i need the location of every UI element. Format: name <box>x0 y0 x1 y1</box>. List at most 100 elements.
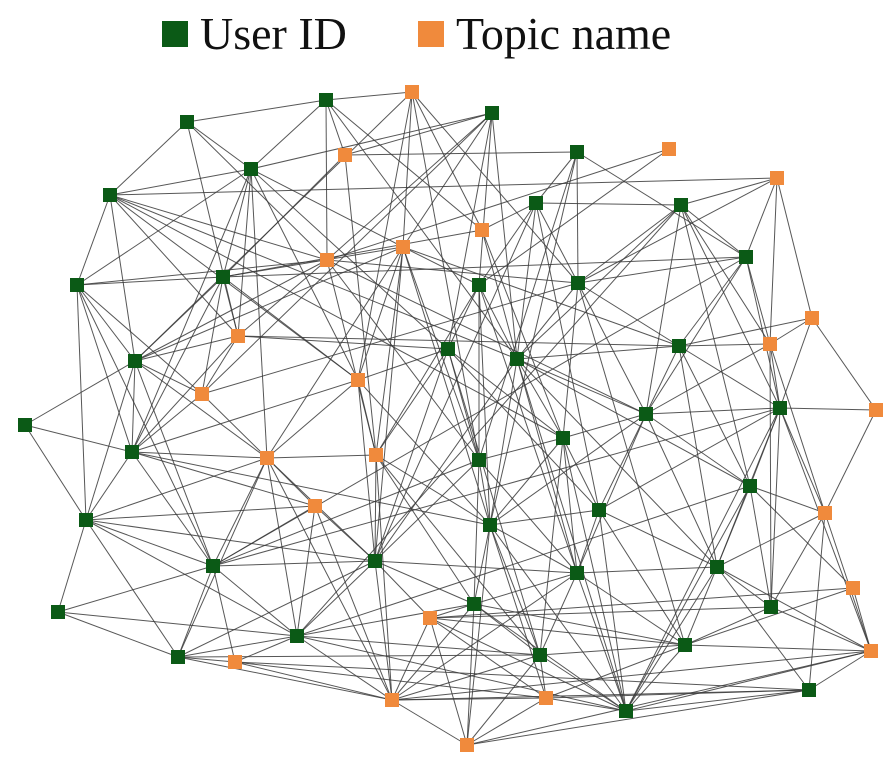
user-node <box>472 278 486 292</box>
edge <box>576 509 600 574</box>
edge <box>598 509 718 568</box>
edge <box>481 229 518 360</box>
edge <box>201 282 579 395</box>
edge <box>109 194 239 337</box>
edge <box>576 413 647 574</box>
edge <box>535 202 579 284</box>
edge <box>811 317 877 411</box>
edge <box>473 572 578 605</box>
edge <box>134 276 224 362</box>
edge <box>76 284 87 521</box>
user-node <box>592 503 606 517</box>
edge <box>678 345 751 487</box>
edge <box>489 524 578 574</box>
edge <box>478 112 493 286</box>
edge <box>478 284 578 574</box>
user-node <box>710 560 724 574</box>
edge <box>186 121 252 170</box>
edge <box>745 256 781 409</box>
edge <box>250 112 493 170</box>
user-node <box>319 93 333 107</box>
edge <box>749 485 826 514</box>
edge <box>24 424 87 521</box>
edge <box>411 91 480 461</box>
edge <box>374 560 431 619</box>
topic-node <box>805 311 819 325</box>
edge <box>466 524 491 746</box>
edge <box>411 91 483 231</box>
user-node <box>483 518 497 532</box>
edge <box>680 204 781 409</box>
edge <box>745 256 771 345</box>
user-node <box>533 648 547 662</box>
edge <box>645 343 771 415</box>
edge <box>478 459 491 526</box>
edge <box>85 519 179 658</box>
edge <box>716 566 872 652</box>
topic-node <box>475 223 489 237</box>
legend-label-topic: Topic name <box>456 8 672 59</box>
edge <box>545 697 627 712</box>
edge <box>212 459 480 567</box>
edge <box>680 177 778 206</box>
edge <box>466 603 475 746</box>
edge <box>516 358 627 712</box>
edge <box>545 689 810 699</box>
edge <box>562 437 627 712</box>
edge <box>109 121 188 196</box>
edge <box>852 587 872 652</box>
edge <box>645 204 682 415</box>
edge <box>374 348 449 562</box>
user-node <box>171 650 185 664</box>
edge <box>374 358 518 562</box>
edge <box>76 276 224 286</box>
edge <box>516 358 718 568</box>
edge <box>134 246 404 362</box>
edge <box>326 259 579 284</box>
edge <box>749 485 772 608</box>
edge <box>473 603 627 712</box>
edge <box>577 282 647 415</box>
topic-node <box>369 448 383 462</box>
topic-node <box>423 611 437 625</box>
edge <box>212 457 268 567</box>
edge <box>177 635 298 658</box>
edge <box>177 560 376 658</box>
edge <box>625 407 781 712</box>
edge <box>402 246 680 347</box>
edge <box>109 194 136 362</box>
edge <box>109 194 564 439</box>
edge <box>535 202 600 511</box>
edge <box>598 407 781 511</box>
edge <box>357 379 491 526</box>
edge <box>222 276 359 381</box>
edge <box>769 343 781 409</box>
user-node <box>739 250 753 264</box>
edge <box>212 560 376 567</box>
edge <box>201 276 224 395</box>
edge <box>625 689 810 712</box>
edge <box>680 204 747 258</box>
edge <box>374 560 578 574</box>
edge <box>222 246 404 278</box>
user-node <box>125 445 139 459</box>
edge <box>473 459 480 605</box>
edge <box>678 345 718 568</box>
topic-node <box>818 506 832 520</box>
edge <box>76 168 252 286</box>
edge <box>745 177 778 258</box>
edge <box>770 512 826 608</box>
edge <box>57 519 87 613</box>
edge <box>266 454 377 459</box>
edge <box>314 505 376 562</box>
edge <box>357 379 376 562</box>
edge <box>478 284 518 360</box>
edge <box>76 194 111 286</box>
edge <box>222 229 483 278</box>
edge <box>466 697 547 746</box>
topic-node <box>260 451 274 465</box>
edge <box>266 379 359 459</box>
edge <box>326 259 647 415</box>
user-node <box>103 188 117 202</box>
edge <box>24 360 136 426</box>
